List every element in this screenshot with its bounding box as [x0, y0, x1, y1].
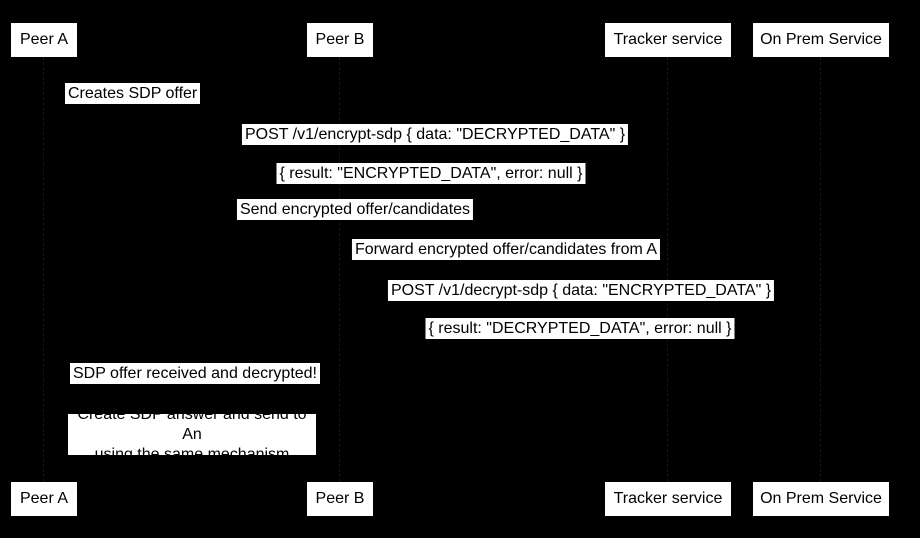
- lifeline-peer-b: [339, 57, 340, 482]
- note-create-sdp-answer: Create SDP answer and send to An using t…: [68, 406, 316, 463]
- message-label-decrypt-result: { result: "DECRYPTED_DATA", error: null …: [425, 318, 735, 339]
- participant-top-tracker-service: Tracker service: [605, 23, 731, 57]
- note-line-1: Create SDP answer and send to An: [77, 405, 307, 443]
- lifeline-peer-a: [43, 57, 44, 482]
- participant-top-peer-b: Peer B: [307, 23, 373, 57]
- participant-bottom-on-prem-service: On Prem Service: [753, 482, 889, 516]
- participant-top-peer-a: Peer A: [11, 23, 77, 57]
- participant-bottom-peer-a: Peer A: [11, 482, 77, 516]
- message-label-send-encrypted-offer: Send encrypted offer/candidates: [236, 199, 474, 220]
- lifeline-on-prem-service: [820, 57, 821, 482]
- participant-top-on-prem-service: On Prem Service: [753, 23, 889, 57]
- message-label-sdp-offer-received: SDP offer received and decrypted!: [70, 363, 320, 384]
- message-label-encrypt-result: { result: "ENCRYPTED_DATA", error: null …: [276, 163, 586, 184]
- participant-bottom-peer-b: Peer B: [307, 482, 373, 516]
- note-line-2: using the same mechanism: [94, 445, 290, 463]
- message-label-creates-sdp-offer: Creates SDP offer: [65, 83, 201, 104]
- message-label-post-encrypt-sdp: POST /v1/encrypt-sdp { data: "DECRYPTED_…: [241, 124, 629, 145]
- message-label-post-decrypt-sdp: POST /v1/decrypt-sdp { data: "ENCRYPTED_…: [387, 280, 775, 301]
- participant-bottom-tracker-service: Tracker service: [605, 482, 731, 516]
- message-label-forward-encrypted-offer: Forward encrypted offer/candidates from …: [351, 239, 661, 260]
- lifeline-tracker-service: [667, 57, 668, 482]
